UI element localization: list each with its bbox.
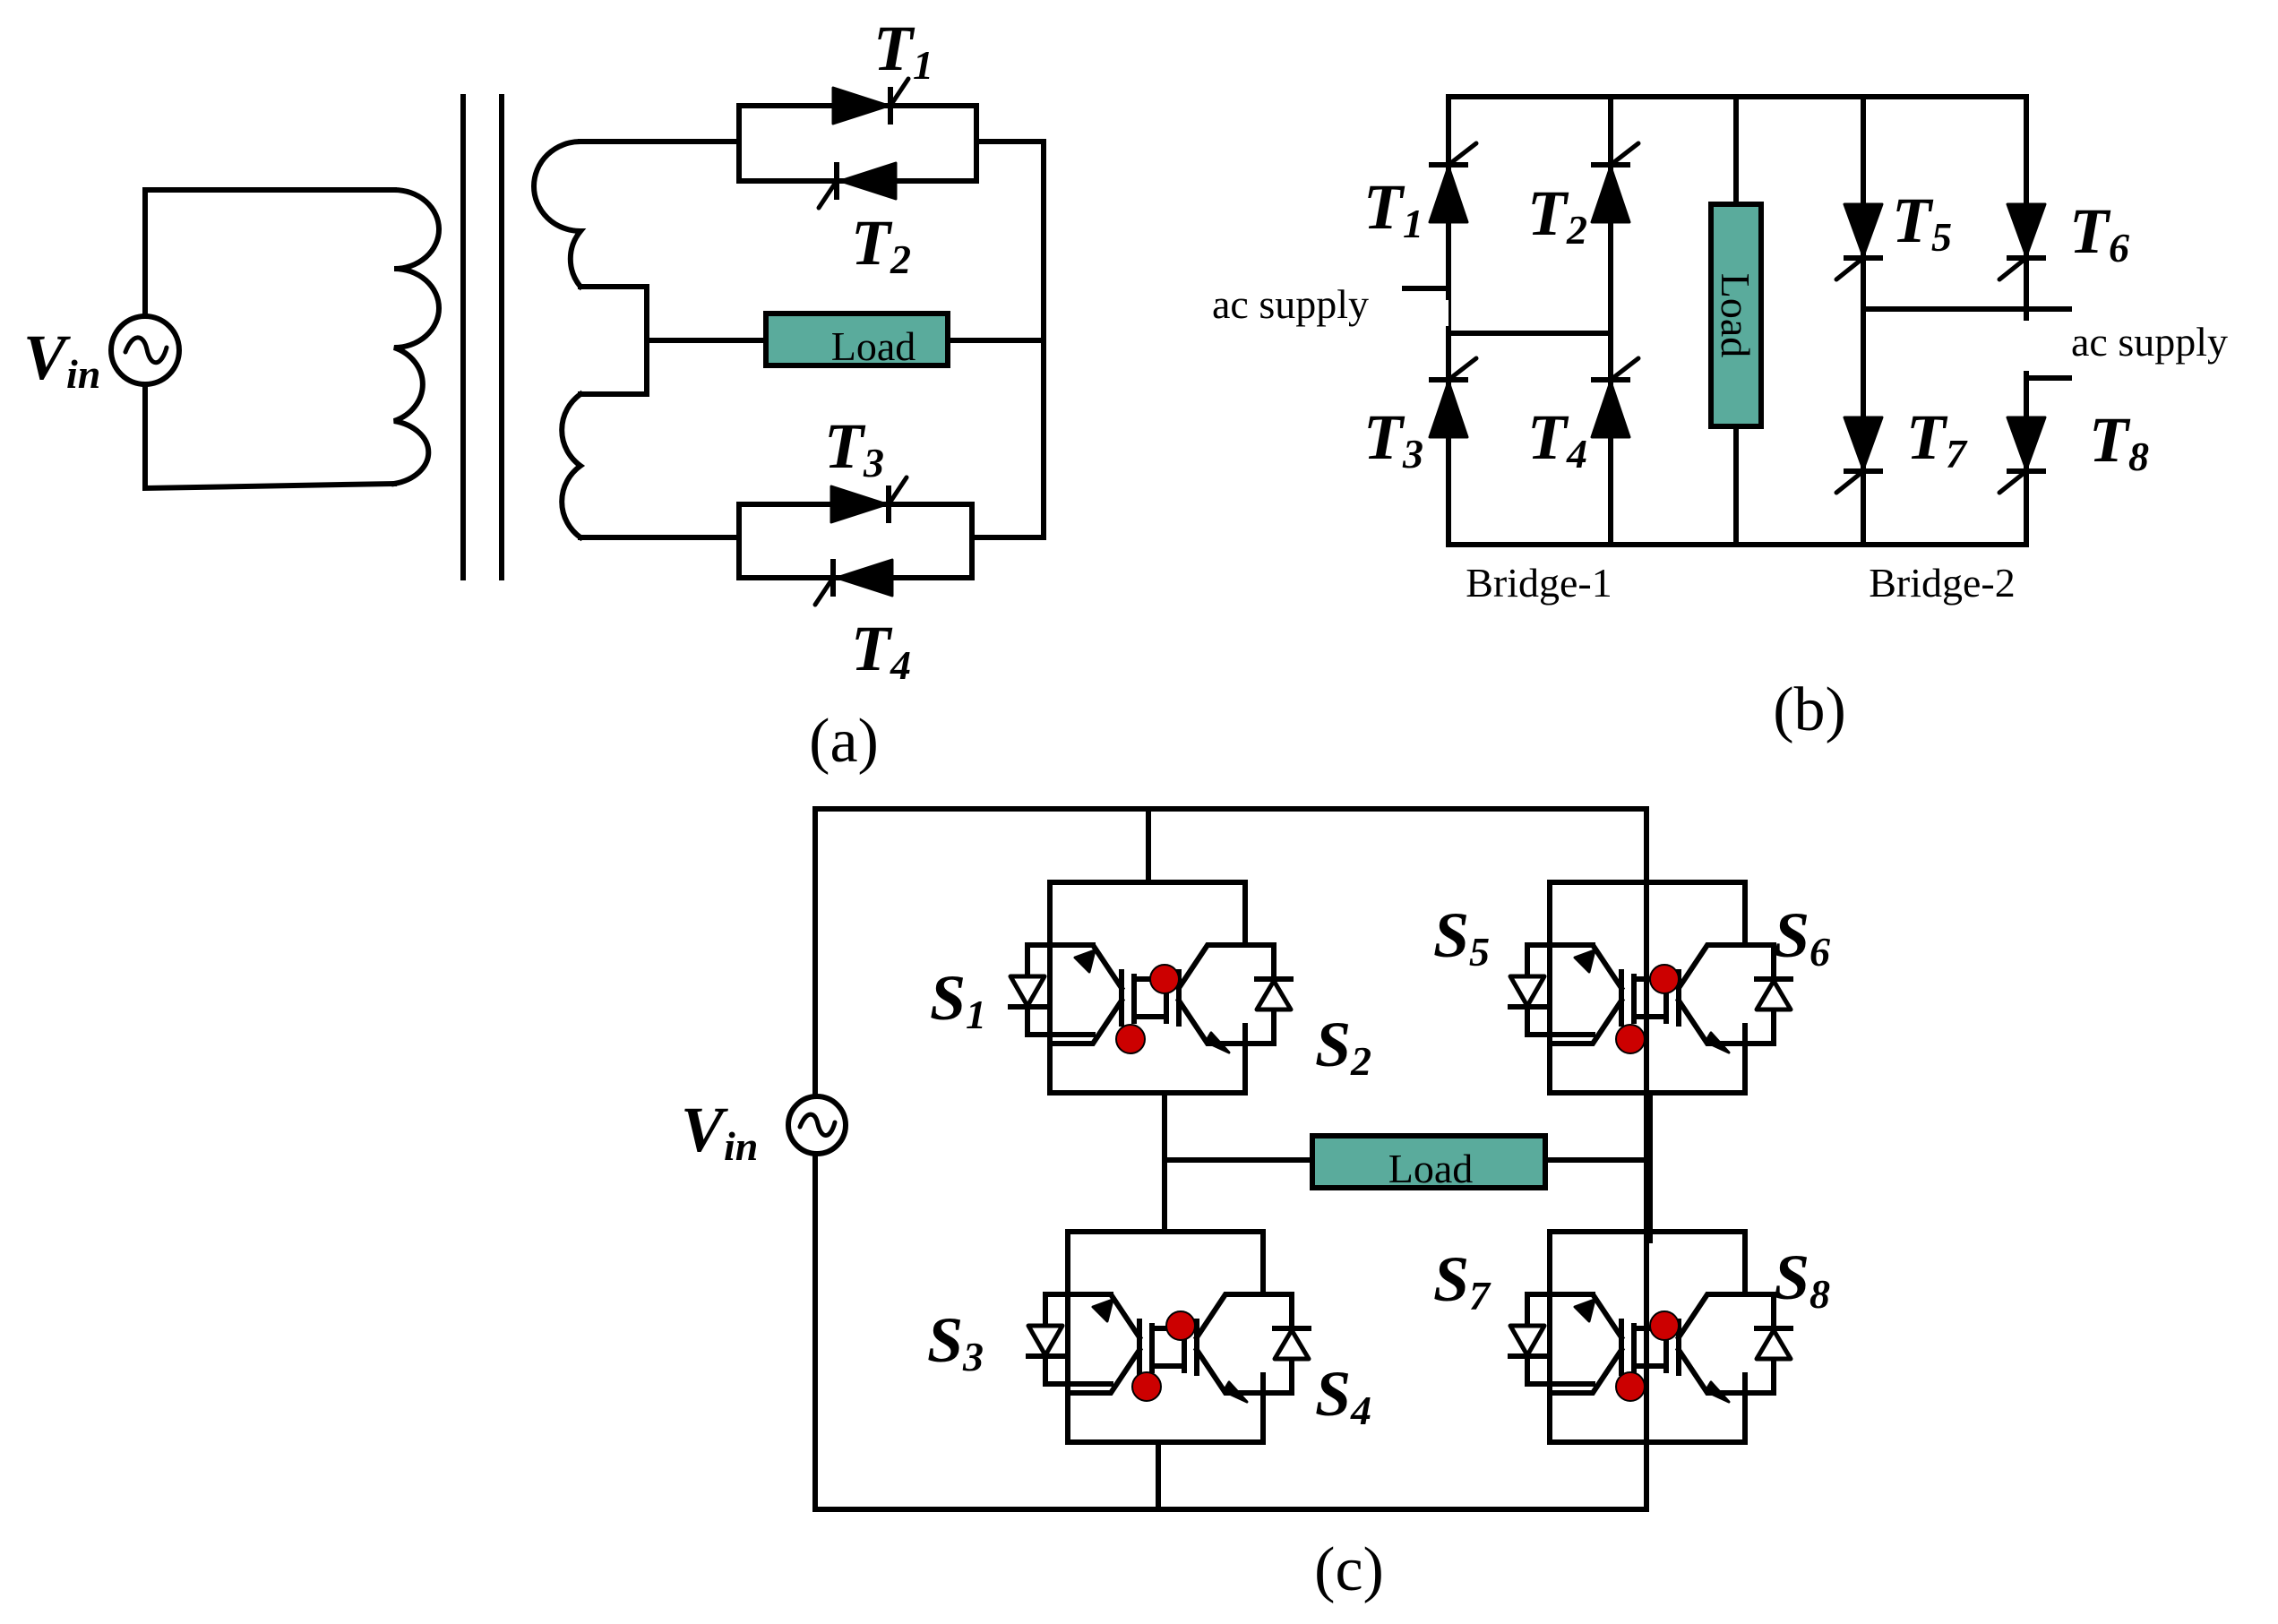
thyristor-label-t3: T3 [824,410,884,485]
thyristor-label-b-t5: T5 [1892,185,1952,260]
load-label-b: Load [1713,273,1758,358]
thyristor-label-t2: T2 [851,207,911,282]
switch-label-s3: S3 [927,1304,984,1379]
thyristor-label-b-t7: T7 [1906,401,1968,477]
primary-wire [142,187,398,492]
supply-label-left: ac supply [1212,281,1369,327]
igbt-module-s7-s8 [1510,1232,1791,1442]
thyristor-label-b-t6: T6 [2069,195,2129,271]
panel-c: Vin Load [681,806,1830,1604]
switch-label-s8: S8 [1774,1242,1830,1317]
gate-dot [1615,1024,1646,1054]
supply-gap-left [1414,300,1448,326]
thyristor-label-b-t3: T3 [1363,401,1423,477]
load-a [763,311,950,368]
caption-c: (c) [1314,1535,1384,1604]
right-supply-wiring [1861,306,2072,381]
source-label-a: Vin [23,322,100,397]
panel-a: Vin [23,13,1046,776]
caption-b: (b) [1773,675,1846,744]
thyristor-t5-b [1834,202,1884,282]
gate-dot [1165,1310,1196,1341]
load-b [1708,202,1764,429]
thyristor-t2-b [1590,141,1641,224]
igbt-module-s1-s2 [1010,882,1291,1093]
ac-source-c [786,1094,848,1156]
load-label-c: Load [1388,1146,1474,1191]
thyristor-t3-b [1428,356,1479,439]
panel-b: Load T1 T2 T3 T4 T5 T6 T7 T8 ac supply a… [1212,94,2228,744]
source-label-c: Vin [681,1094,758,1169]
supply-label-right: ac supply [2071,319,2228,365]
supply-gap-right [2021,321,2033,371]
gate-dot [1649,964,1680,994]
thyristor-t2-symbol [816,161,898,211]
gate-dot [1131,1371,1162,1402]
return-rail-a [945,139,1046,540]
switch-label-s4: S4 [1315,1358,1371,1433]
thyristor-t7-b [1834,416,1884,495]
thyristor-label-b-t2: T2 [1527,177,1587,253]
thyristor-t8-b [1997,416,2047,495]
mid-branch-wiring [1156,1095,1653,1512]
thyristor-t4-symbol [812,558,894,607]
switch-label-s2: S2 [1315,1009,1371,1084]
igbt-module-s5-s6 [1510,882,1791,1093]
switch-label-s6: S6 [1774,899,1830,975]
antiparallel-pair-lower [736,502,975,580]
antiparallel-pair-upper [736,103,979,184]
gate-dot [1649,1310,1680,1341]
thyristor-t4-b [1590,356,1641,439]
gate-dot [1115,1024,1146,1054]
thyristor-label-t4: T4 [851,613,911,688]
bridge2-label: Bridge-2 [1869,560,2016,606]
thyristor-label-t1: T1 [873,13,933,88]
gate-dot [1615,1371,1646,1402]
bridge-frame [1446,94,2029,547]
bridge1-label: Bridge-1 [1466,560,1612,606]
thyristor-t3-symbol [830,475,909,524]
switch-label-s1: S1 [930,962,986,1037]
primary-coil [391,186,442,487]
thyristor-label-b-t1: T1 [1363,171,1423,246]
thyristor-t6-b [1997,202,2047,282]
secondary-coil-lower [559,390,586,542]
thyristor-label-b-t8: T8 [2089,404,2149,479]
thyristor-t1-b [1428,141,1479,224]
secondary-coil-upper [531,138,587,291]
caption-a: (a) [809,707,879,776]
load-label-a: Load [831,323,916,369]
switch-label-s7: S7 [1433,1243,1491,1319]
thyristor-label-b-t4: T4 [1527,401,1587,477]
thyristor-t1-symbol [831,76,911,125]
ac-source-a [108,314,182,387]
switch-label-s5: S5 [1433,899,1490,975]
igbt-module-s3-s4 [1028,1232,1309,1442]
load-c [1310,1133,1548,1190]
secondary-wiring [578,139,769,540]
gate-dot [1149,964,1180,994]
